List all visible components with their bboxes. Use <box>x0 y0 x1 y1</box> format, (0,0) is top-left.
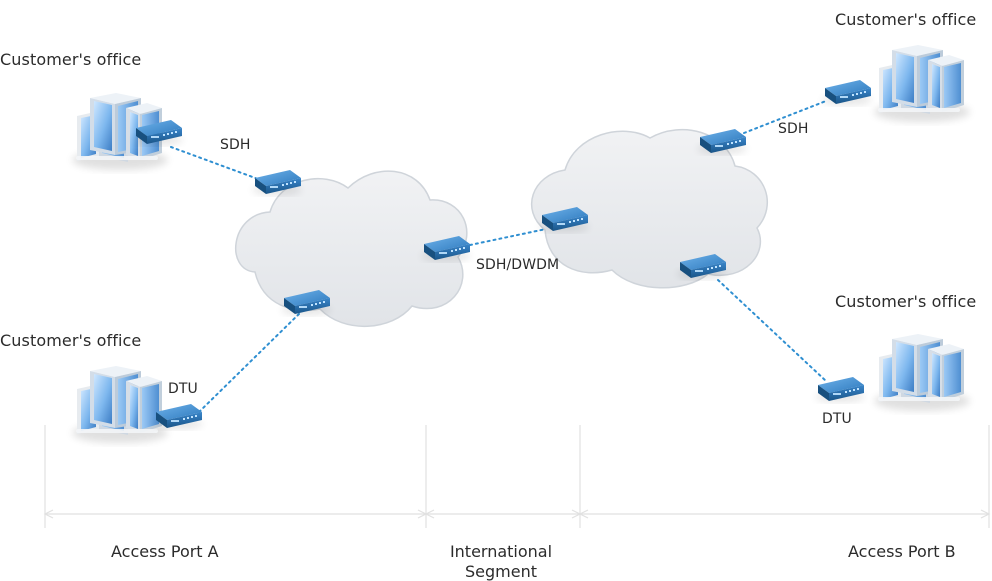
sdh-label-left: SDH <box>220 137 251 153</box>
device-right-cloud-top <box>697 129 747 154</box>
access-port-a-label: Access Port A <box>111 542 219 561</box>
sdh-dwdm-label: SDH/DWDM <box>476 257 560 273</box>
customer-office-label-top-left: Customer's office <box>0 50 142 69</box>
building-right <box>874 334 970 411</box>
device-left-cloud-top <box>252 170 302 195</box>
dtu-label-right: DTU <box>822 411 852 427</box>
international-segment-label-line1: International <box>449 542 553 561</box>
right-cloud <box>530 129 768 289</box>
sdh-label-right: SDH <box>778 121 809 137</box>
building-bottom-left <box>72 366 168 443</box>
access-port-b-label: Access Port B <box>848 542 956 561</box>
device-right-office <box>815 377 865 402</box>
left-cloud <box>234 170 468 328</box>
customer-office-label-bottom-left: Customer's office <box>0 331 142 350</box>
customer-office-label-top-right: Customer's office <box>835 10 977 29</box>
dtu-label-left: DTU <box>168 381 198 397</box>
customer-office-label-right: Customer's office <box>835 292 977 311</box>
dotted-links <box>170 100 827 413</box>
international-segment-label-line2: Segment <box>465 562 537 581</box>
dividers <box>43 425 991 528</box>
building-top-right <box>874 45 970 122</box>
device-top-right-office <box>822 80 872 105</box>
